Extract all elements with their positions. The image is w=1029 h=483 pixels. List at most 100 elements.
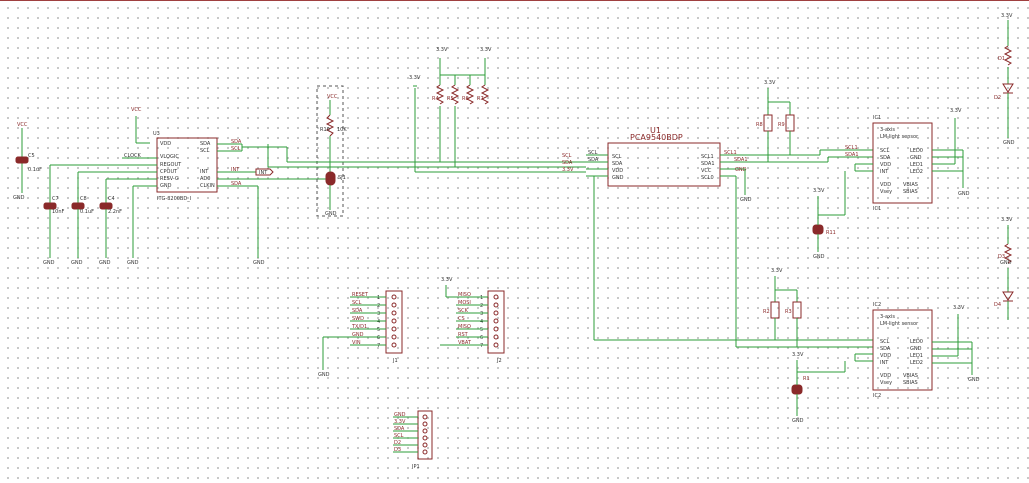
net-label: GND (325, 211, 337, 217)
capacitor-c5[interactable] (15, 156, 29, 164)
net-label: 1 (480, 295, 483, 301)
net-label: 3.3V (771, 268, 783, 274)
solder-jumper-sj1[interactable] (325, 171, 336, 186)
jp1-wires: GND 3.3V SDA SCL D2 D3 (393, 412, 418, 453)
resistor-r3[interactable] (792, 301, 802, 319)
net-label: LED0 (910, 339, 923, 345)
net-label: GND (253, 260, 265, 266)
net-label: GND (318, 372, 330, 378)
resistor-led-bottom[interactable] (1003, 243, 1013, 264)
pullup-resistors-top: 3.3V 3.3V R4 R5 R6 R7 (432, 47, 492, 167)
net-label: GND (13, 195, 25, 201)
net-label: 3.3V (953, 305, 965, 311)
ic-u1-pca9540[interactable]: U1 PCA9540BDP SCL SDA VDD GND SCL1 SDA1 … (607, 126, 721, 187)
resistor-led-top[interactable] (1003, 45, 1013, 66)
resistor-r9[interactable] (785, 114, 795, 132)
net-label: C8 (80, 196, 87, 202)
net-label: R4 (432, 96, 439, 102)
net-label: MISO (458, 324, 471, 330)
net-label: R11 (826, 230, 836, 236)
resistor-r5[interactable] (450, 84, 460, 105)
net-label: SDA1 (734, 157, 748, 163)
symbol-part (422, 449, 428, 455)
net-label: 3.3V (1001, 13, 1013, 19)
net-label: GND (71, 260, 83, 266)
symbol-part (493, 334, 499, 340)
connector-j1[interactable]: J1 1 2 3 4 5 6 7 (377, 290, 403, 364)
net-label: SDA1 (845, 152, 859, 158)
net-label: 3 (377, 311, 380, 317)
net-label: LED1 (910, 353, 923, 359)
net-label: GND (735, 167, 747, 173)
connector-j2[interactable]: J2 1 2 3 4 5 6 7 (480, 290, 505, 364)
net-label: VBIAS (903, 373, 918, 379)
net-label: SBIAS (903, 189, 918, 195)
symbol-part (493, 302, 499, 308)
vcc-c5-group: VCC C5 0.1uF GND (13, 122, 42, 201)
net-label: U1 (650, 126, 661, 135)
net-label: LM-light sensor (880, 321, 919, 327)
net-label: 2.2nF (108, 209, 122, 215)
symbol-part (607, 142, 721, 187)
net-label: PCA9540BDP (630, 133, 683, 142)
net-label: C7 (52, 196, 59, 202)
net-label: 7 (480, 343, 483, 349)
net-label: 3.3V (950, 108, 962, 114)
net-label: VCC (327, 94, 338, 100)
ic-u3-itg3200[interactable]: U3 ITG-3200BD_I VDD VLOGIC REGOUT CPOUT … (153, 131, 218, 202)
capacitor-c8[interactable]: C8 0.1uF GND (71, 196, 94, 266)
net-label: IC1 (873, 206, 881, 212)
net-label: LED0 (910, 148, 923, 154)
ic-ic2-light-sensor[interactable]: IC2 3-axis LM-light sensor SCL SDA VDD I… (872, 302, 933, 399)
led-d1[interactable] (1002, 83, 1014, 93)
net-label: SCL0 (701, 175, 714, 181)
connector-jp1[interactable]: JP1 (411, 410, 433, 470)
net-label: ITG-3200BD_I (157, 196, 191, 202)
net-label: GND (958, 191, 970, 197)
net-label: CPOUT (160, 169, 178, 175)
symbol-part (422, 435, 428, 441)
ic-ic1-light-sensor[interactable]: IC1 3-axis LM-light sensor SCL SDA VDD I… (872, 115, 933, 212)
symbol-part (422, 421, 428, 427)
net-label: 4 (480, 319, 483, 325)
resistor-r10[interactable] (325, 114, 335, 137)
net-label: SCL (200, 148, 210, 154)
net-label: 3.3V (792, 352, 804, 358)
capacitor-c4[interactable]: C4 2.2nF GND (99, 196, 122, 266)
net-label: R8 (756, 122, 763, 128)
net-label: 0.1uF (28, 167, 42, 173)
net-label: D1 (998, 56, 1005, 62)
net-label: VDD (880, 373, 891, 379)
symbol-part (422, 414, 428, 420)
net-label: VBAT (458, 340, 472, 346)
net-label: VCC (701, 168, 712, 174)
net-label: SBIAS (903, 380, 918, 386)
net-label: 3 (480, 311, 483, 317)
net-label: SDA (352, 308, 363, 314)
net-label: IC1 (873, 115, 881, 121)
net-label: D4 (994, 302, 1001, 308)
net-label: D3 (998, 254, 1005, 260)
net-label: 3-axis (880, 314, 895, 320)
net-label: 4 (377, 319, 380, 325)
resistor-r6[interactable] (465, 84, 475, 105)
vcc-u3-label: VCC (131, 107, 142, 113)
resistor-r8[interactable] (763, 114, 773, 132)
led-d3[interactable] (1002, 291, 1014, 301)
net-label: R1 (803, 376, 810, 382)
resistor-r7[interactable] (480, 84, 490, 105)
net-label: 3.3V (813, 188, 825, 194)
resistor-r1[interactable] (791, 384, 803, 395)
resistor-r4[interactable] (435, 84, 445, 105)
symbol-part (391, 310, 397, 316)
net-label: VBIAS (903, 182, 918, 188)
symbol-part (391, 294, 397, 300)
capacitor-c7[interactable]: C7 10nF GND (43, 196, 65, 266)
net-label: VDD (880, 162, 891, 168)
resistor-r11[interactable] (812, 224, 824, 235)
resistor-r2[interactable] (770, 301, 780, 319)
symbol-part (391, 334, 397, 340)
net-label: MISO (458, 292, 471, 298)
